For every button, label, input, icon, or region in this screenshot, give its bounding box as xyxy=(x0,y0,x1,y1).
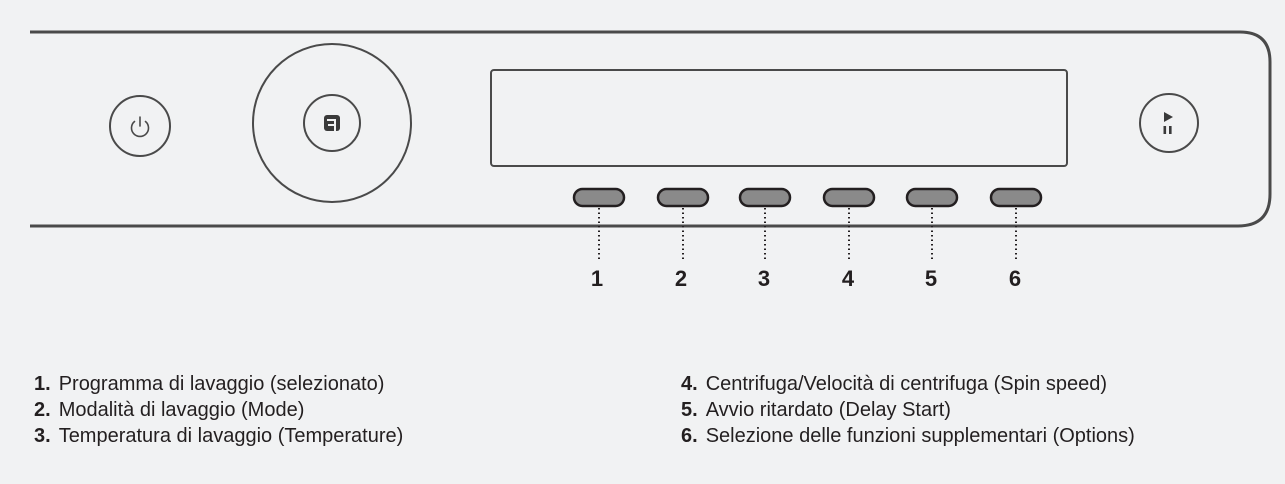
function-button-5[interactable] xyxy=(905,187,959,208)
legend-text: Modalità di lavaggio (Mode) xyxy=(58,399,305,421)
function-button-2[interactable] xyxy=(656,187,710,208)
a-logo-icon xyxy=(324,115,340,131)
legend-text: Selezione delle funzioni supplementari (… xyxy=(705,425,1135,447)
legend-number: 3. xyxy=(34,425,51,447)
callout-number-1: 1 xyxy=(590,266,604,291)
panel-outline xyxy=(30,30,1272,228)
function-button-6[interactable] xyxy=(989,187,1043,208)
legend-number: 5. xyxy=(681,399,698,421)
power-icon xyxy=(130,116,150,138)
function-button-3[interactable] xyxy=(738,187,792,208)
callout-number-4: 4 xyxy=(841,266,855,291)
legend-item: 3. Temperatura di lavaggio (Temperature) xyxy=(34,423,403,449)
display-screen xyxy=(490,69,1068,167)
legend-text: Programma di lavaggio (selezionato) xyxy=(58,373,385,395)
callout-number-5: 5 xyxy=(924,266,938,291)
callout-number-6: 6 xyxy=(1008,266,1022,291)
program-dial[interactable] xyxy=(252,43,412,203)
function-button-4[interactable] xyxy=(822,187,876,208)
legend-column-right: 4. Centrifuga/Velocità di centrifuga (Spi… xyxy=(681,371,1135,449)
start-pause-button[interactable] xyxy=(1139,93,1199,153)
legend-text: Avvio ritardato (Delay Start) xyxy=(705,399,951,421)
callout-number-2: 2 xyxy=(674,266,688,291)
power-button[interactable] xyxy=(109,95,171,157)
legend-item: 4. Centrifuga/Velocità di centrifuga (Spi… xyxy=(681,371,1135,397)
callout-number-3: 3 xyxy=(757,266,771,291)
play-pause-icon xyxy=(1163,112,1173,134)
function-button-1[interactable] xyxy=(572,187,626,208)
legend-item: 2. Modalità di lavaggio (Mode) xyxy=(34,397,403,423)
legend-number: 6. xyxy=(681,425,698,447)
legend-number: 4. xyxy=(681,373,698,395)
legend-text: Centrifuga/Velocità di centrifuga (Spin … xyxy=(705,373,1108,395)
legend-column-left: 1. Programma di lavaggio (selezionato) 2.… xyxy=(34,371,403,449)
legend-item: 5. Avvio ritardato (Delay Start) xyxy=(681,397,1135,423)
legend-number: 1. xyxy=(34,373,51,395)
legend-item: 1. Programma di lavaggio (selezionato) xyxy=(34,371,403,397)
legend-item: 6. Selezione delle funzioni supplementari… xyxy=(681,423,1135,449)
legend-number: 2. xyxy=(34,399,51,421)
legend-text: Temperatura di lavaggio (Temperature) xyxy=(58,425,404,447)
